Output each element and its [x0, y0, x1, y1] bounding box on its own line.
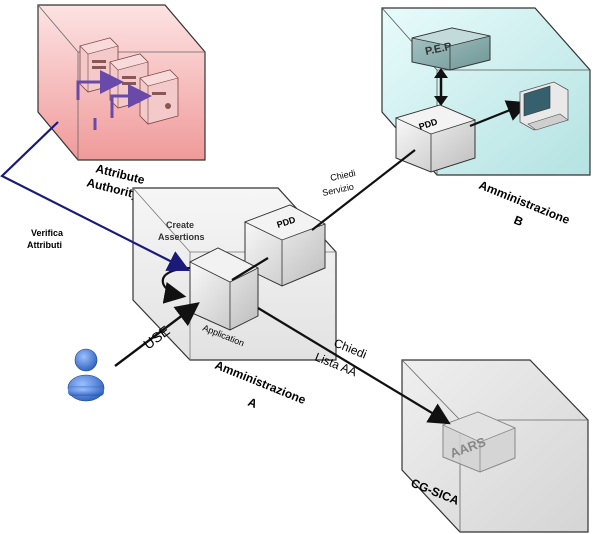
amministrazione-b-label-line2: B — [512, 213, 526, 229]
chiedi-servizio-link — [311, 149, 416, 231]
pdd-to-computer-arrow — [469, 100, 530, 128]
pep-label: P.E.P — [424, 41, 453, 58]
amministrazione-a-label-line2: A — [246, 395, 260, 411]
internal-arrow — [76, 70, 124, 100]
amministrazione-a-label-line1: Amministrazione — [213, 358, 308, 407]
user-icon — [67, 348, 105, 402]
amministrazione-b-label-line1: Amministrazione — [477, 178, 572, 227]
chiedi-servizio-label-line2: Servizio — [321, 182, 354, 198]
amministrazione-a-block: PDD Application Create Assertions Ammini… — [132, 187, 337, 411]
cg-sica-block: AARS CG-SICA — [401, 359, 589, 533]
chiedi-lista-aa-link — [257, 307, 451, 425]
create-assertions-label-line2: Assertions — [158, 232, 205, 242]
desktop-computer-icon — [519, 81, 569, 131]
pdd-a-box: PDD — [243, 204, 326, 287]
verifica-attributi-link — [0, 121, 190, 271]
amministrazione-b-block: P.E.P PDD Amministrazione B — [381, 7, 591, 229]
use-arrow — [114, 302, 200, 367]
verifica-attributi-label-line2: Attributi — [27, 240, 62, 250]
internal-arrow — [110, 84, 152, 118]
attribute-authority-block: Attribute Authority — [37, 4, 206, 202]
verifica-attributi-label-line1: Verifica — [31, 228, 64, 238]
pdd-b-box: PDD — [394, 104, 477, 173]
aars-box: AARS — [441, 411, 517, 473]
pep-box: P.E.P — [411, 27, 491, 71]
application-pdd-link — [231, 257, 269, 281]
create-assertions-label-line1: Create — [166, 220, 194, 230]
